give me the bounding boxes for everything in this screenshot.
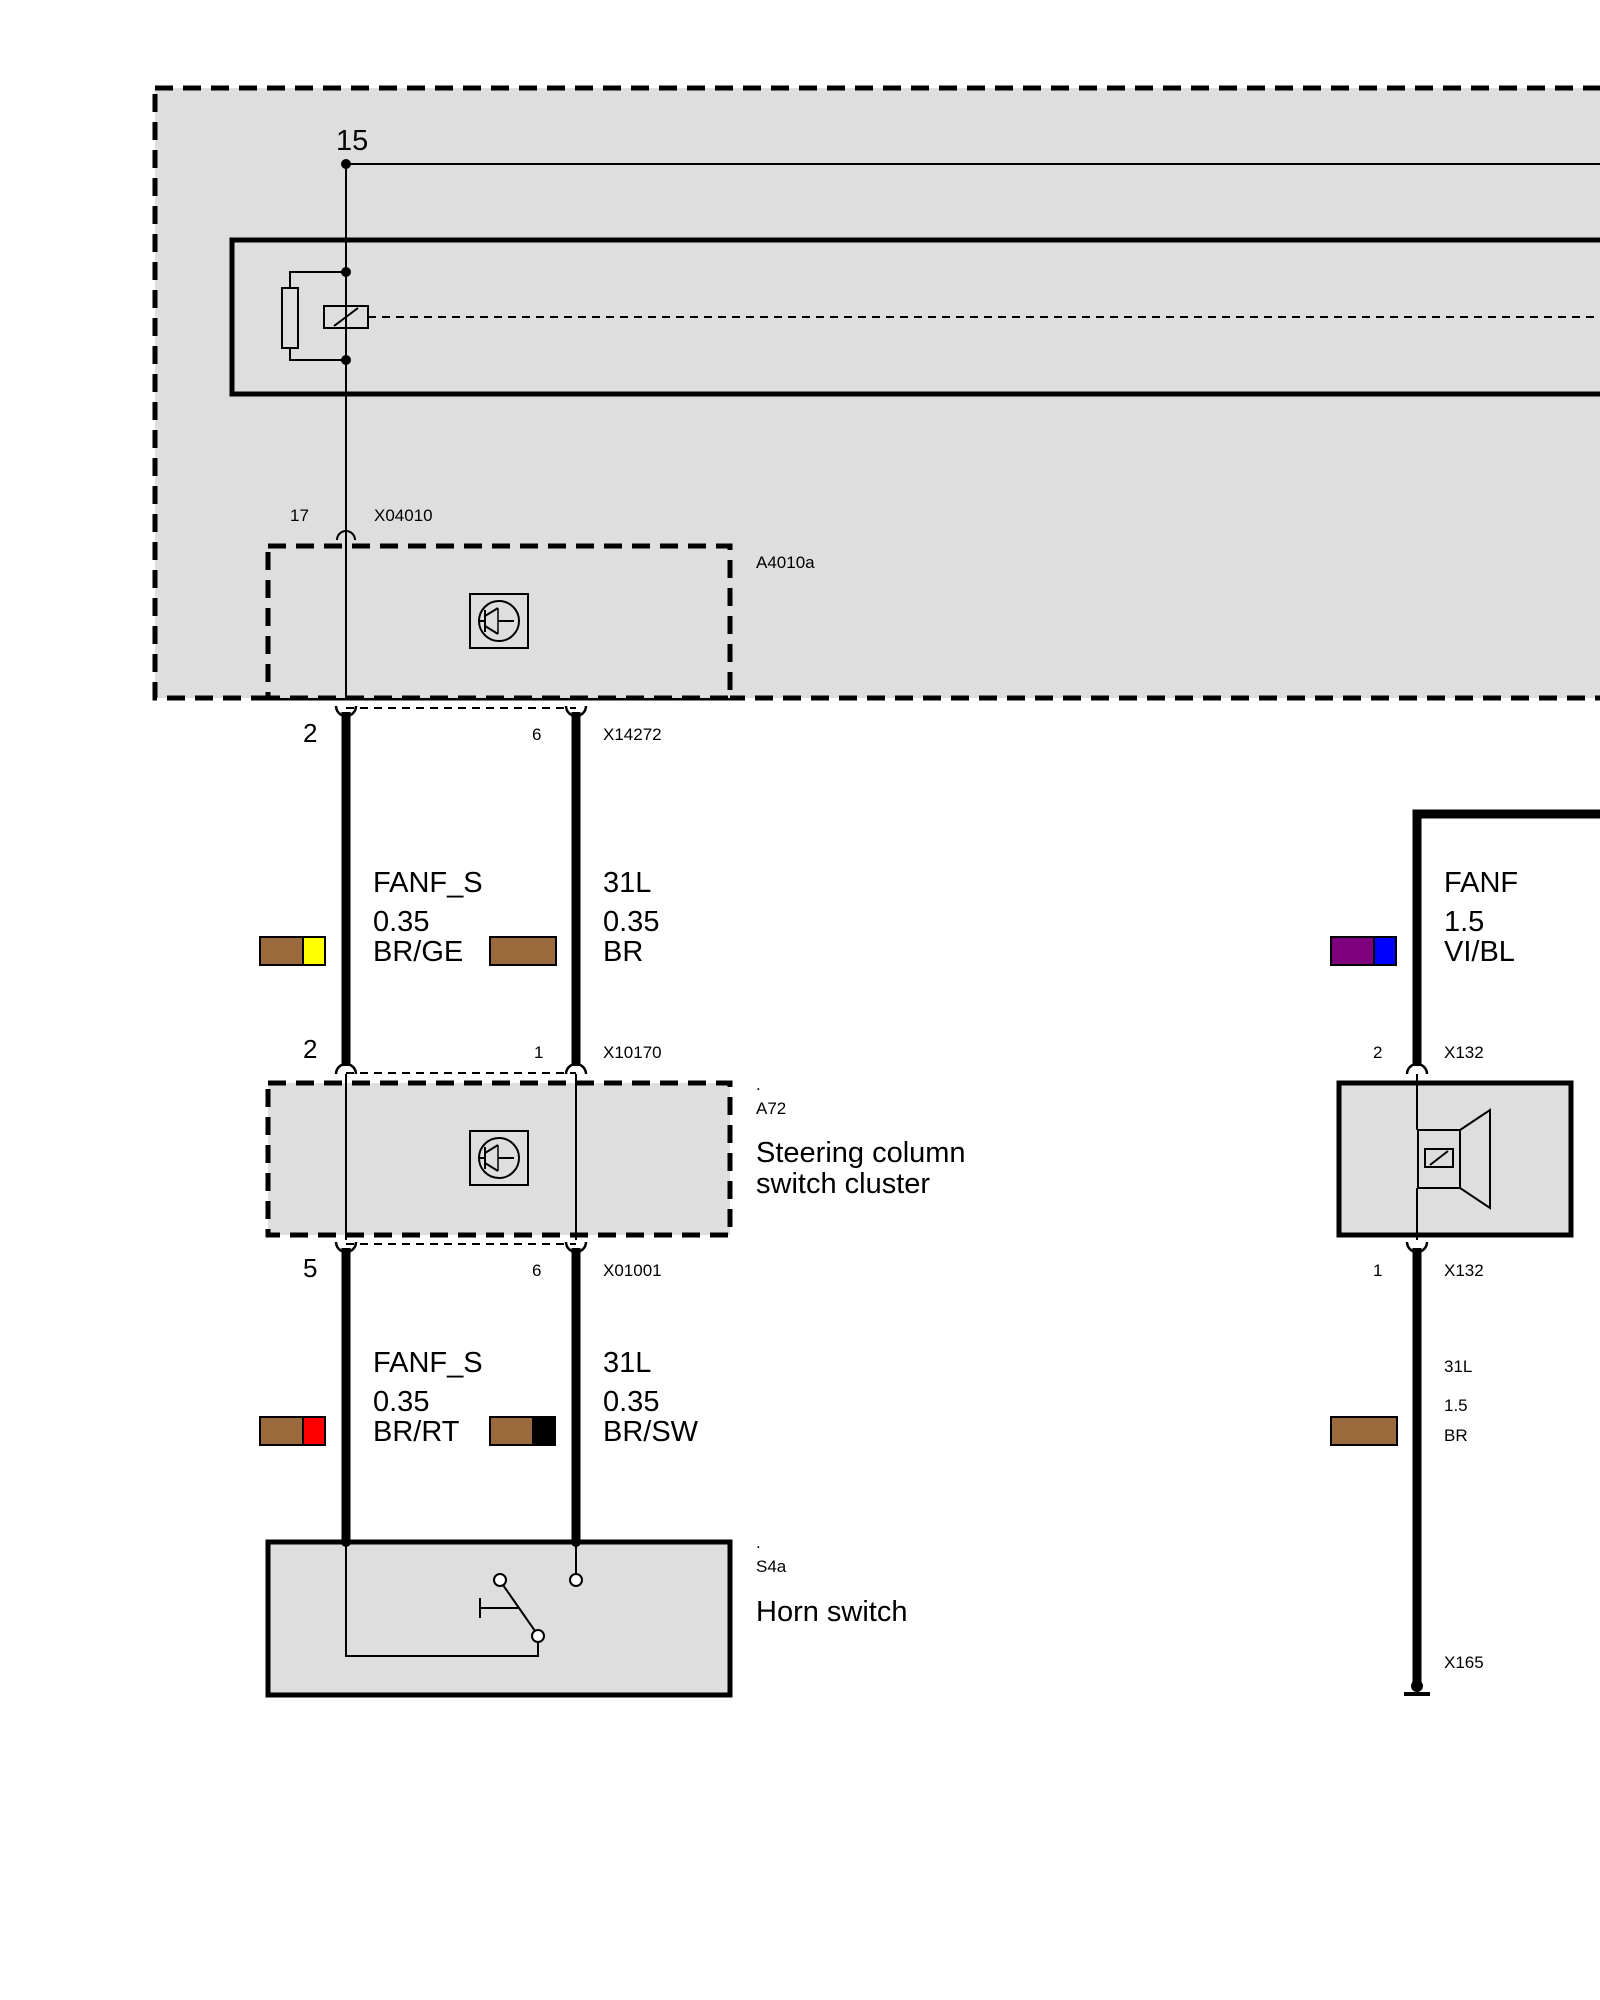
color-swatch-br-sw bbox=[489, 1416, 556, 1446]
x14272-pin-right: 6 bbox=[532, 725, 541, 744]
resistor-icon bbox=[281, 271, 346, 361]
connector-x04010-symbol bbox=[336, 530, 356, 541]
x132-top-pin: 2 bbox=[1373, 1043, 1382, 1062]
connector-x132-top-label: X132 bbox=[1444, 1043, 1484, 1062]
wire-fanf-s-lower-color: BR/RT bbox=[373, 1416, 460, 1448]
connector-x132-bottom-label: X132 bbox=[1444, 1261, 1484, 1280]
a72-name-line2: switch cluster bbox=[756, 1168, 930, 1200]
wire-31l-lower-gauge: 0.35 bbox=[603, 1386, 659, 1418]
connector-x14272-label: X14272 bbox=[603, 725, 662, 744]
pin-17-label: 17 bbox=[290, 506, 309, 525]
wire-fanf-horn-signal: FANF bbox=[1444, 867, 1518, 899]
x01001-pin-left: 5 bbox=[303, 1253, 317, 1283]
wire-31l-upper-signal: 31L bbox=[603, 867, 651, 899]
color-swatch-br-ge bbox=[259, 936, 326, 966]
terminal-15-label: 15 bbox=[336, 125, 368, 157]
wire-fanf-s-upper-color: BR/GE bbox=[373, 936, 463, 968]
wire-fanf-horn-color: VI/BL bbox=[1444, 936, 1515, 968]
wire-fanf-s-upper-signal: FANF_S bbox=[373, 867, 483, 899]
connector-x04010-label: X04010 bbox=[374, 506, 433, 525]
a72-name-line1: Steering column bbox=[756, 1137, 966, 1169]
connector-x01001-label: X01001 bbox=[603, 1261, 662, 1280]
s4a-dot: . bbox=[756, 1533, 761, 1552]
s4a-id: S4a bbox=[756, 1557, 787, 1576]
wire-fanf-s-upper-gauge: 0.35 bbox=[373, 906, 429, 938]
wire-fanf-s-lower-signal: FANF_S bbox=[373, 1347, 483, 1379]
connector-x165-label: X165 bbox=[1444, 1653, 1484, 1672]
wire-fanf-horn bbox=[1412, 809, 1600, 1066]
wire-31l-lower-color: BR/SW bbox=[603, 1416, 699, 1448]
x01001-pin-right: 6 bbox=[532, 1261, 541, 1280]
x132-bottom-pin: 1 bbox=[1373, 1261, 1382, 1280]
color-swatch-br-rt bbox=[259, 1416, 326, 1446]
push-switch-icon bbox=[345, 1542, 583, 1657]
connector-x10170-symbol bbox=[334, 1062, 588, 1075]
s4a-housing bbox=[265, 1539, 733, 1698]
color-swatch-br bbox=[489, 936, 557, 966]
a72-dot: . bbox=[756, 1075, 761, 1094]
a4010a-id: A4010a bbox=[756, 553, 815, 572]
x14272-pin-left: 2 bbox=[303, 718, 317, 748]
color-swatch-br bbox=[1330, 1416, 1398, 1446]
wire-31l-horn-color: BR bbox=[1444, 1426, 1468, 1445]
wire-31l-upper-color: BR bbox=[603, 936, 643, 968]
wire-31l-horn-gauge: 1.5 bbox=[1444, 1396, 1468, 1415]
wire-31l-upper-gauge: 0.35 bbox=[603, 906, 659, 938]
connector-x10170-label: X10170 bbox=[603, 1043, 662, 1062]
wire-fanf-s-lower-gauge: 0.35 bbox=[373, 1386, 429, 1418]
transistor-icon bbox=[469, 1130, 529, 1186]
wire-31l-horn-signal: 31L bbox=[1444, 1357, 1472, 1376]
color-swatch-vi-bl bbox=[1330, 936, 1397, 966]
connector-x01001-symbol bbox=[334, 1241, 588, 1254]
x10170-pin-right: 1 bbox=[534, 1043, 543, 1062]
connector-x14272-symbol bbox=[334, 705, 588, 718]
wire-31l-lower-signal: 31L bbox=[603, 1347, 651, 1379]
s4a-name: Horn switch bbox=[756, 1596, 908, 1628]
transistor-icon bbox=[469, 593, 529, 649]
ground-icon bbox=[1404, 1680, 1430, 1696]
wire-fanf-horn-gauge: 1.5 bbox=[1444, 906, 1484, 938]
horn-housing bbox=[1336, 1080, 1574, 1238]
connector-x132-top-symbol bbox=[1405, 1062, 1429, 1075]
horn-icon bbox=[1417, 1108, 1491, 1210]
a72-id: A72 bbox=[756, 1099, 786, 1118]
x10170-pin-left: 2 bbox=[303, 1034, 317, 1064]
